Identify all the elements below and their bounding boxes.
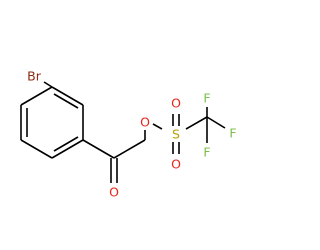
ring-bond-bottom-left — [20, 139, 53, 159]
ring-bond-top-right — [51, 86, 84, 106]
atom-fluorine-top: F — [203, 91, 210, 106]
atom-fluorine-right: F — [229, 126, 236, 141]
ring-double-bond-bottom-right — [53, 136, 79, 152]
bond-s-cf3 — [185, 116, 208, 130]
bond-c-br — [43, 81, 53, 88]
atom-sulfonyl-oxygen-bottom: O — [171, 157, 181, 172]
atom-fluorine-bottom: F — [203, 145, 210, 160]
bond-o-s — [152, 123, 163, 130]
atom-sulfonyl-oxygen-top: O — [171, 96, 181, 111]
atom-ester-oxygen: O — [140, 115, 150, 130]
molecule-diagram: Br O O S O O F F F — [20, 69, 237, 200]
ring-double-bond-top-right — [53, 93, 79, 109]
atom-sulfur: S — [172, 127, 180, 142]
ring-bond-bottom-right — [51, 139, 84, 159]
structure-canvas: Br O O S O O F F F — [20, 68, 237, 200]
benzene-ring — [20, 86, 84, 159]
bond-carbonyl-ch2 — [113, 139, 146, 159]
atom-carbonyl-oxygen: O — [109, 185, 119, 200]
atom-bromine: Br — [27, 69, 42, 84]
ring-bond-top-left — [20, 86, 53, 106]
bond-c-f-right — [206, 116, 226, 129]
bond-ring-carbonyl — [82, 139, 115, 159]
